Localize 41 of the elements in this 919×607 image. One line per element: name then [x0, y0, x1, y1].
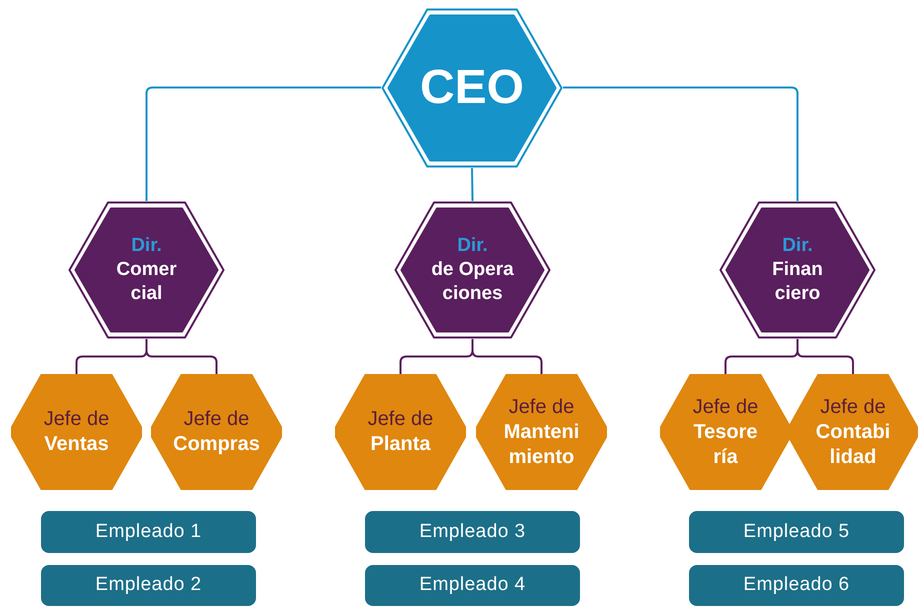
- area-name: Contabi lidad: [814, 420, 892, 470]
- director-hexagon: [394, 201, 551, 339]
- manager-hexagon: [335, 374, 466, 490]
- director-hexagon: [68, 201, 225, 339]
- manager-prefix: Jefe de: [44, 407, 110, 432]
- ceo-hexagon: [381, 8, 563, 168]
- director-prefix: Dir.: [131, 234, 162, 258]
- connector-line: [472, 339, 542, 374]
- area-name: Planta: [370, 432, 431, 457]
- department-name: Comer cial: [115, 258, 178, 306]
- connector-line: [796, 339, 854, 374]
- director-prefix: Dir.: [782, 234, 813, 258]
- area-name: Ventas: [44, 432, 109, 457]
- manager-hexagon: [788, 374, 918, 490]
- ceo-title: CEO: [420, 64, 524, 112]
- manager-hexagon: [151, 374, 282, 490]
- manager-prefix: Jefe de: [508, 394, 574, 420]
- employee-box: Empleado 5: [689, 511, 904, 553]
- department-name: de Opera ciones: [430, 258, 515, 306]
- manager-hexagon: [476, 374, 607, 490]
- manager-hexagon: [11, 374, 142, 490]
- connector-line: [146, 339, 218, 374]
- employee-box: Empleado 4: [365, 565, 580, 606]
- area-name: Tesore ría: [692, 420, 759, 470]
- employee-box: Empleado 6: [689, 565, 904, 606]
- director-hexagon: [719, 201, 876, 339]
- employee-box: Empleado 3: [365, 511, 580, 553]
- area-name: Compras: [173, 432, 260, 457]
- department-name: Finan ciero: [771, 258, 824, 306]
- connector-line: [471, 168, 474, 202]
- manager-prefix: Jefe de: [368, 407, 434, 432]
- director-prefix: Dir.: [457, 234, 488, 258]
- manager-hexagon: [660, 374, 791, 490]
- employee-box: Empleado 1: [41, 511, 256, 553]
- manager-prefix: Jefe de: [692, 394, 758, 420]
- manager-prefix: Jefe de: [184, 407, 250, 432]
- manager-prefix: Jefe de: [820, 394, 886, 420]
- connector-line: [146, 86, 381, 201]
- connector-line: [563, 86, 798, 201]
- employee-box: Empleado 2: [41, 565, 256, 606]
- area-name: Manteni miento: [502, 420, 580, 470]
